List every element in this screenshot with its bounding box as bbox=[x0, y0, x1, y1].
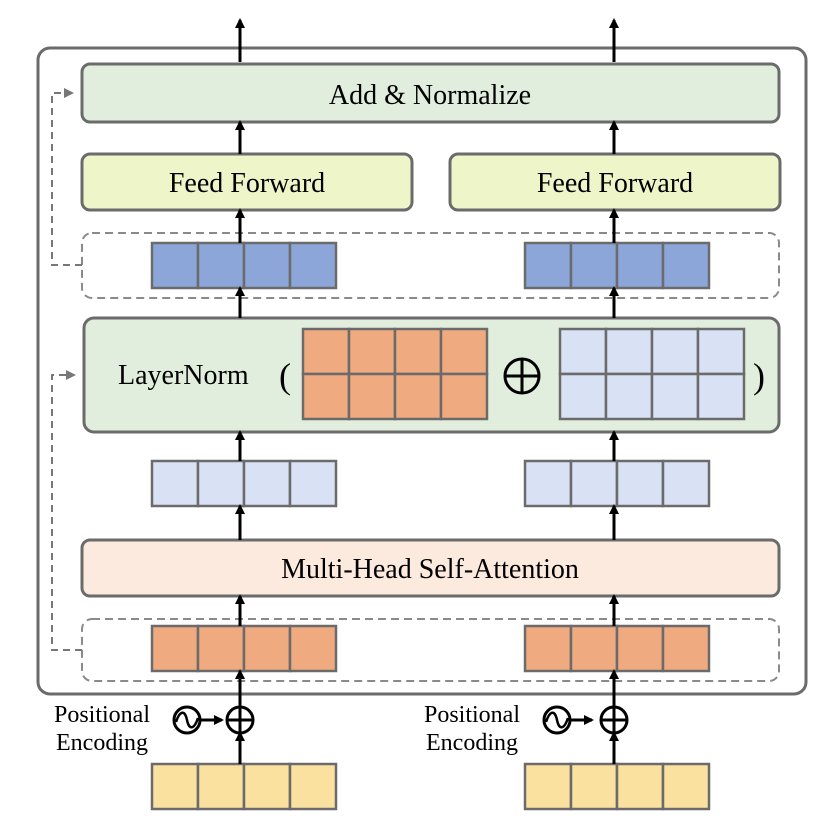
positional-encoding-left-line1: Positional bbox=[54, 702, 150, 728]
open-paren: ( bbox=[279, 356, 291, 396]
token-vector-light-blue-right bbox=[523, 459, 711, 508]
token-vector-blue-right bbox=[523, 241, 711, 290]
token-vector-blue-left bbox=[150, 241, 338, 290]
token-vector-orange-right bbox=[523, 624, 711, 673]
token-matrix-light-blue bbox=[558, 327, 746, 421]
positional-encoding-right-line2: Encoding bbox=[426, 730, 518, 756]
add-normalize-block: Add & Normalize bbox=[80, 62, 781, 124]
token-vector-light-blue-left bbox=[150, 459, 338, 508]
close-paren: ) bbox=[753, 356, 765, 396]
mhsa-label: Multi-Head Self-Attention bbox=[281, 554, 579, 585]
dashed-group-top bbox=[81, 232, 780, 299]
data-flow-arrows bbox=[235, 18, 619, 764]
encoder-frame bbox=[36, 46, 808, 696]
mhsa-block: Multi-Head Self-Attention bbox=[80, 538, 781, 598]
layernorm-label: LayerNorm bbox=[118, 360, 249, 391]
feed-forward-left-label: Feed Forward bbox=[169, 168, 325, 199]
token-vector-input-left bbox=[150, 762, 338, 811]
add-normalize-label: Add & Normalize bbox=[329, 80, 531, 111]
add-circle-icon bbox=[599, 705, 629, 735]
residual-connection-bottom bbox=[51, 370, 82, 651]
residual-connection-top bbox=[51, 88, 82, 266]
feed-forward-right-label: Feed Forward bbox=[537, 168, 693, 199]
positional-encoding-right-line1: Positional bbox=[424, 702, 520, 728]
token-vector-input-right bbox=[523, 762, 711, 811]
positional-encoding-left: Positional Encoding bbox=[54, 702, 255, 756]
sine-wave-icon bbox=[542, 705, 572, 735]
feed-forward-left-block: Feed Forward bbox=[80, 152, 414, 212]
feed-forward-right-block: Feed Forward bbox=[448, 152, 782, 212]
token-matrix-orange bbox=[301, 327, 489, 421]
add-circle-icon bbox=[225, 705, 255, 735]
token-vector-orange-left bbox=[150, 624, 338, 673]
positional-encoding-right: Positional Encoding bbox=[424, 702, 629, 756]
sine-wave-icon bbox=[172, 705, 202, 735]
positional-encoding-left-line2: Encoding bbox=[56, 730, 148, 756]
oplus-symbol bbox=[503, 357, 541, 395]
token-vectors bbox=[150, 241, 746, 811]
